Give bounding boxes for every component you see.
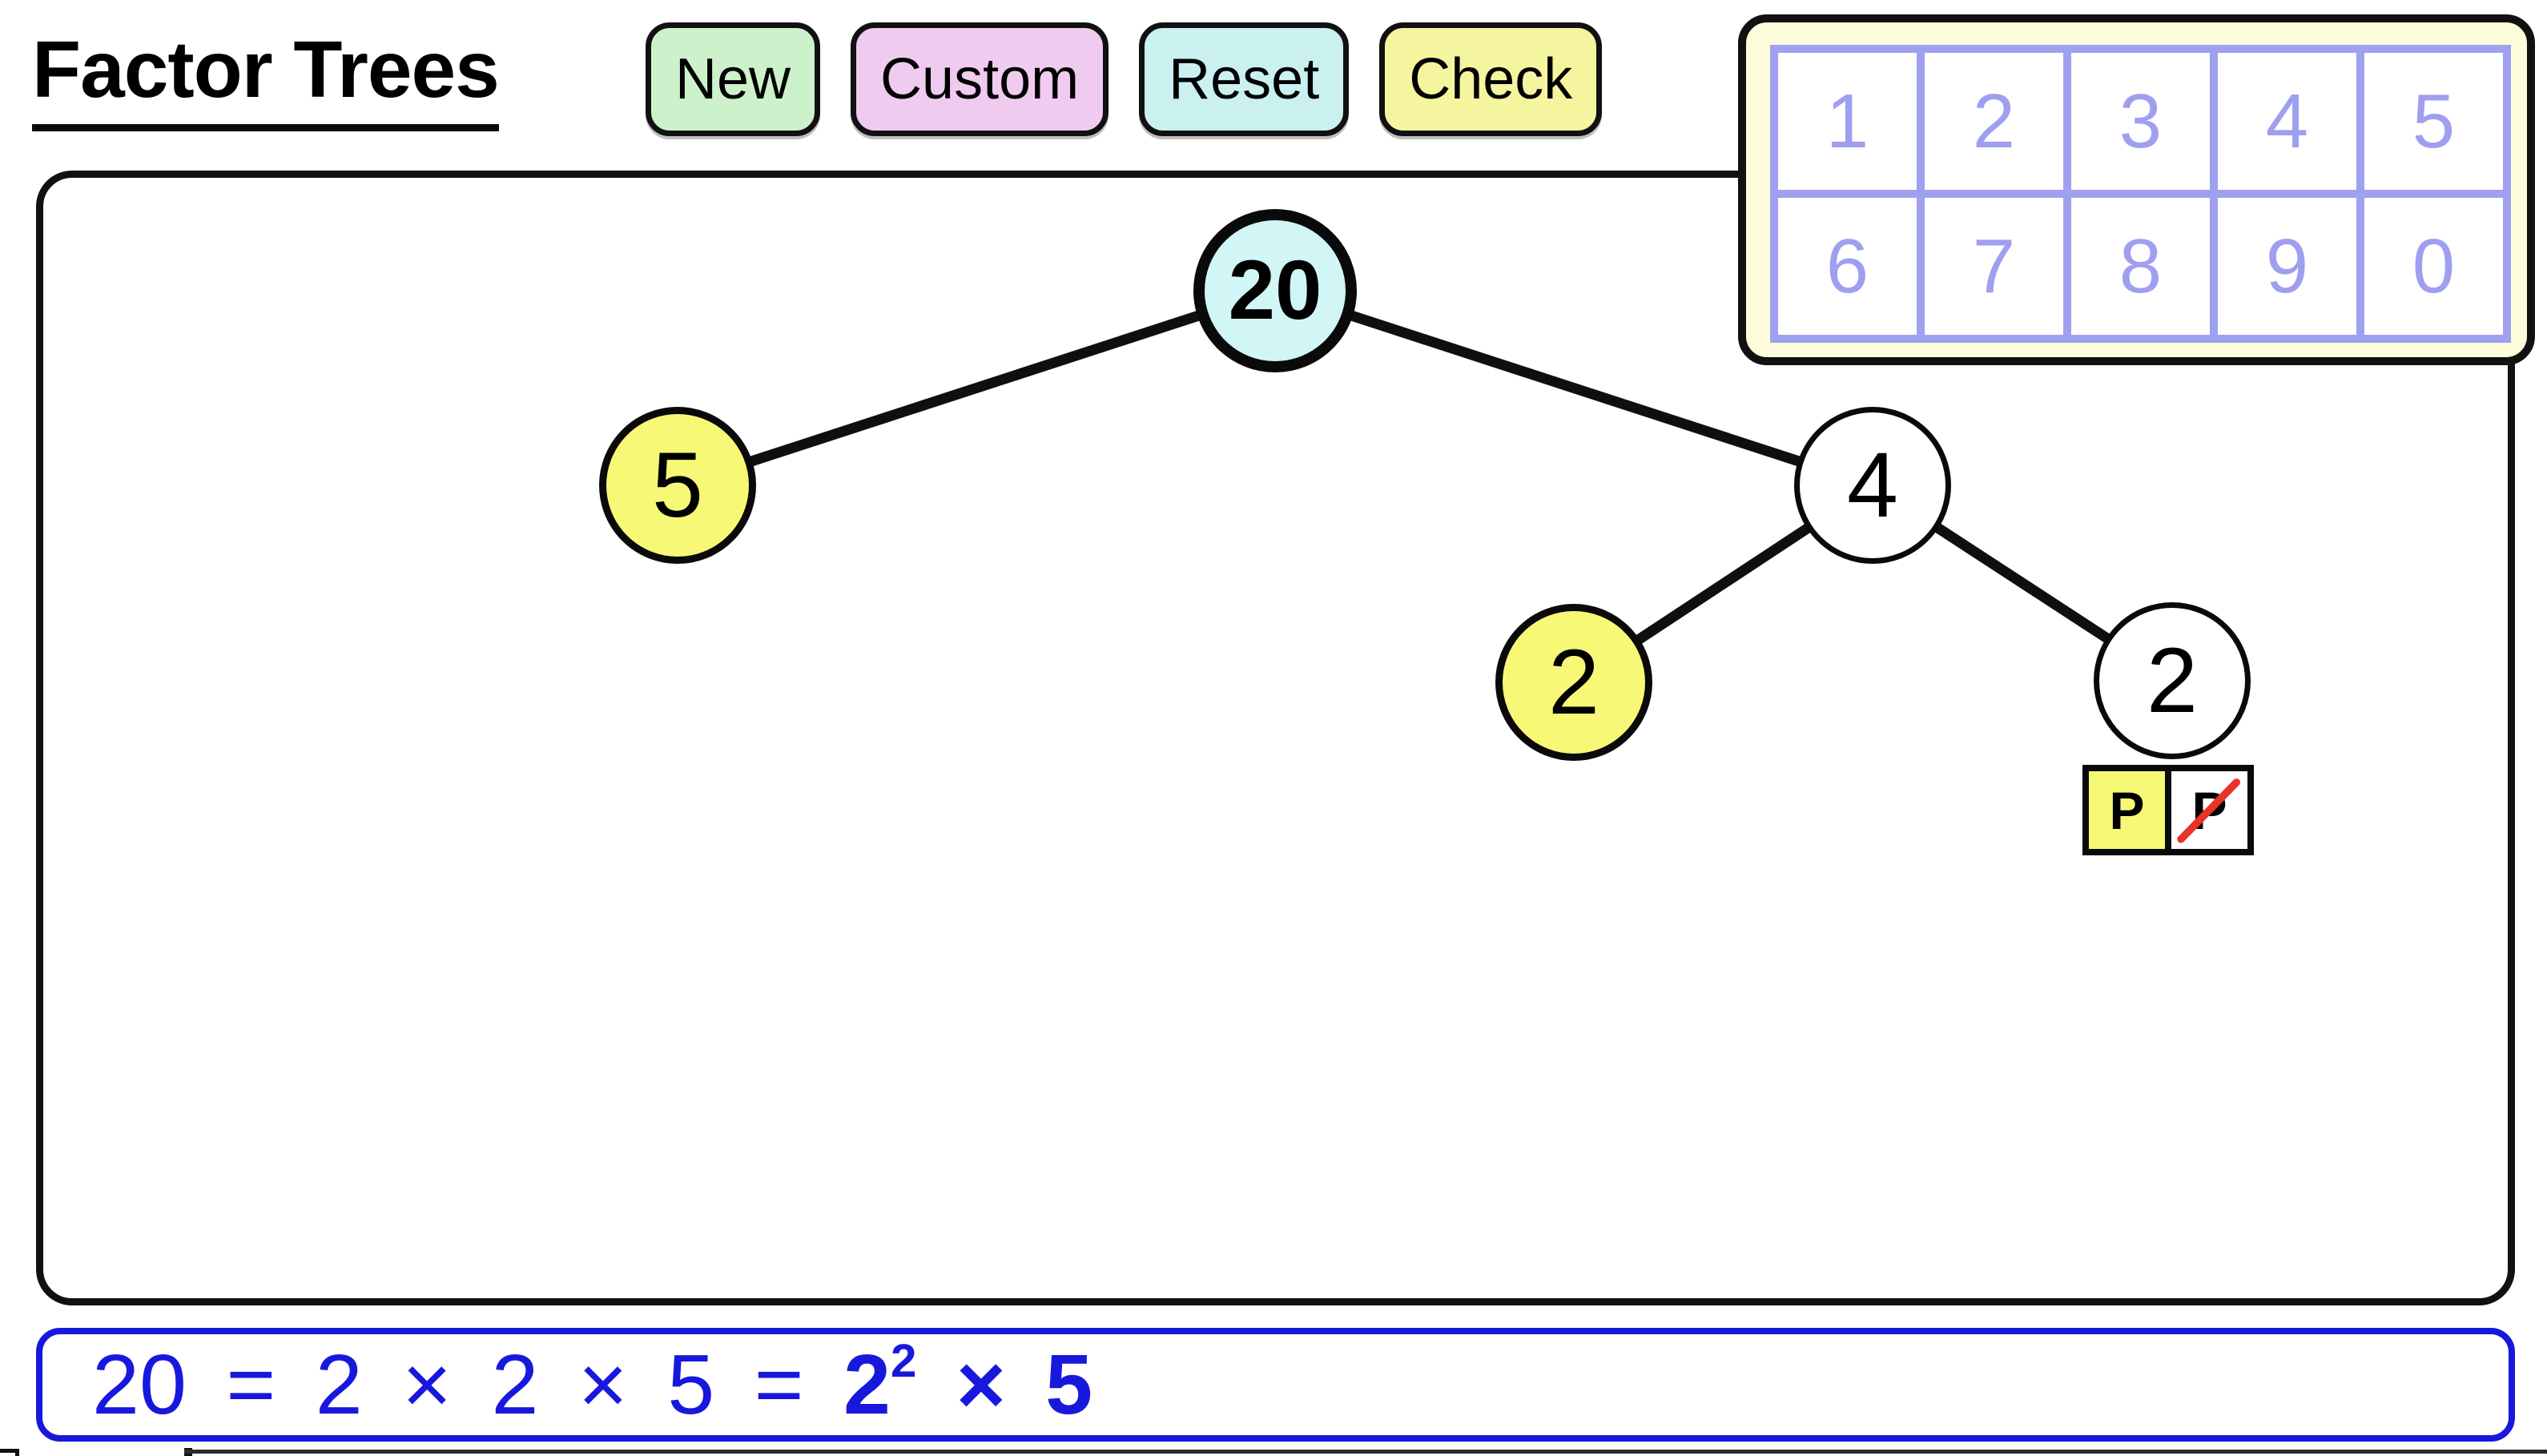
page-title: Factor Trees [32,24,500,131]
numpad-key-5[interactable]: 5 [2360,49,2507,194]
numpad-key-7[interactable]: 7 [1921,194,2067,339]
new-button[interactable]: New [646,22,821,136]
numpad-key-0[interactable]: 0 [2360,194,2507,339]
prime-toggle: P P [2082,765,2254,855]
reset-button[interactable]: Reset [1139,22,1350,136]
equation-prefix: 20 = 2 × 2 × 5 = [92,1337,843,1432]
numpad-key-8[interactable]: 8 [2067,194,2214,339]
equation-exponent: 2 [890,1335,917,1388]
clipped-bottom-left-tick [15,1449,19,1456]
tree-node-20[interactable]: 20 [1193,209,1357,372]
numpad-key-1[interactable]: 1 [1774,49,1921,194]
number-pad: 1 2 3 4 5 6 7 8 9 0 [1738,14,2535,365]
not-prime-button[interactable]: P [2165,765,2254,855]
tree-node-2-left[interactable]: 2 [1495,604,1652,761]
numpad-key-3[interactable]: 3 [2067,49,2214,194]
prime-button[interactable]: P [2082,765,2171,855]
tree-node-2-right[interactable]: 2 [2094,602,2251,759]
red-slash-icon [2177,778,2241,843]
toolbar: New Custom Reset Check [646,22,1603,136]
number-pad-grid: 1 2 3 4 5 6 7 8 9 0 [1770,45,2511,343]
equation-bold-rest: × 5 [916,1337,1093,1432]
numpad-key-9[interactable]: 9 [2214,194,2360,339]
equation-bold-base: 2 [843,1337,891,1432]
check-button[interactable]: Check [1379,22,1603,136]
clipped-bottom-left-mark [0,1449,19,1453]
equation-box: 20 = 2 × 2 × 5 = 22 × 5 [36,1328,2515,1442]
clipped-bottom-line [184,1450,2547,1454]
tree-node-4[interactable]: 4 [1794,407,1951,564]
numpad-key-6[interactable]: 6 [1774,194,1921,339]
numpad-key-2[interactable]: 2 [1921,49,2067,194]
custom-button[interactable]: Custom [851,22,1109,136]
factorization-equation: 20 = 2 × 2 × 5 = 22 × 5 [92,1335,1093,1434]
numpad-key-4[interactable]: 4 [2214,49,2360,194]
tree-node-5[interactable]: 5 [599,407,756,564]
